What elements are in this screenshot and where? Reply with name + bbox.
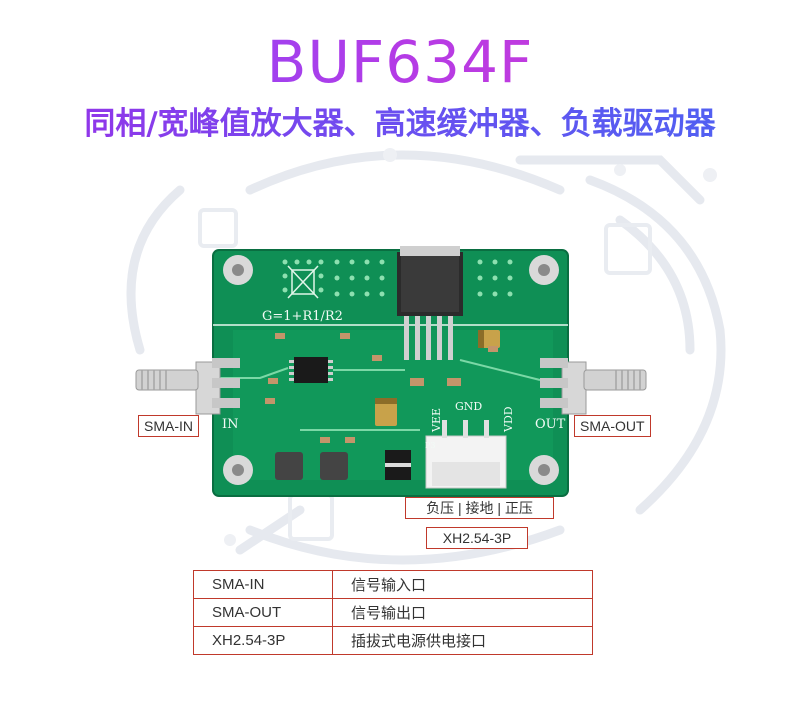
sma-in-connector (135, 358, 240, 415)
port-name: SMA-IN (193, 570, 333, 599)
xh-connector (425, 420, 507, 489)
table-row: XH2.54-3P 插拔式电源供电接口 (193, 626, 593, 655)
gain-formula: G=1+R1/R2 (262, 309, 343, 324)
port-desc: 信号输入口 (332, 570, 593, 599)
mounting-holes (223, 255, 559, 485)
port-name: SMA-OUT (193, 598, 333, 627)
label-p3: P3 (425, 441, 435, 450)
label-vee: VEE (430, 408, 443, 433)
label-in: IN (222, 417, 239, 432)
table-row: SMA-OUT 信号输出口 (193, 598, 593, 627)
callout-power-pins: 负压 | 接地 | 正压 (405, 497, 554, 519)
port-name: XH2.54-3P (193, 626, 333, 655)
circuit-background (126, 148, 726, 565)
table-row: SMA-IN 信号输入口 (193, 570, 593, 599)
page-subtitle: 同相/宽峰值放大器、高速缓冲器、负载驱动器 (0, 98, 800, 143)
page-title: BUF634F (0, 28, 800, 96)
port-desc: 插拔式电源供电接口 (332, 626, 593, 655)
port-desc: 信号输出口 (332, 598, 593, 627)
callout-sma-out: SMA-OUT (574, 415, 651, 437)
label-out: OUT (535, 417, 566, 432)
sma-out-connector (540, 358, 647, 415)
label-vdd: VDD (502, 406, 515, 433)
label-gnd: GND (455, 400, 482, 413)
callout-connector: XH2.54-3P (426, 527, 528, 549)
port-table: SMA-IN 信号输入口 SMA-OUT 信号输出口 XH2.54-3P 插拔式… (193, 570, 593, 655)
callout-sma-in: SMA-IN (138, 415, 199, 437)
